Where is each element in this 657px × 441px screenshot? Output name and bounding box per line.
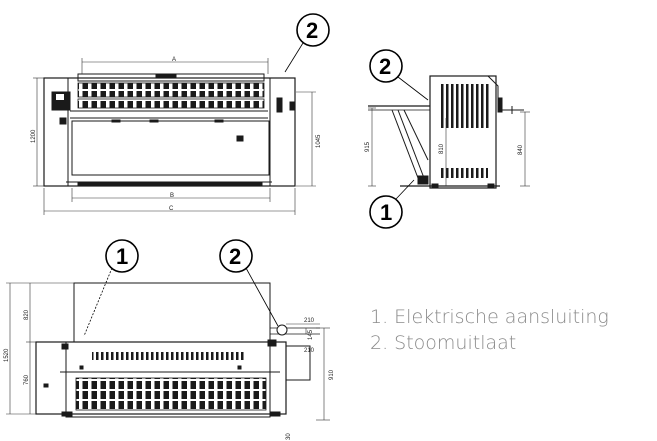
dim-a: A xyxy=(172,57,176,63)
top-view xyxy=(35,282,320,418)
callout-2-side: 2 xyxy=(369,49,429,101)
dim-1200: 1200 xyxy=(31,129,37,143)
dim-820: 820 xyxy=(24,309,30,320)
callout-2-front-label: 2 xyxy=(306,18,318,43)
callout-2-side-label: 2 xyxy=(379,54,391,79)
callout-1-top-label: 1 xyxy=(116,244,128,269)
dim-1045: 1045 xyxy=(316,134,322,148)
callout-1-side-label: 1 xyxy=(380,200,392,225)
legend: 1. Elektrische aansluiting 2. Stoomuitla… xyxy=(370,304,609,356)
dim-210a: 210 xyxy=(304,318,315,324)
dim-840: 840 xyxy=(518,144,524,155)
dim-1520: 1520 xyxy=(4,348,10,362)
top-dimensions xyxy=(6,282,330,421)
callout-2-front: 2 xyxy=(284,13,330,73)
side-dimensions xyxy=(368,107,530,187)
legend-item-steam-outlet: 2. Stoomuitlaat xyxy=(370,332,517,354)
dim-30: 30 xyxy=(286,433,292,440)
dim-810: 810 xyxy=(439,143,445,154)
dim-915: 915 xyxy=(365,141,371,152)
front-dimensions xyxy=(33,58,316,215)
callout-1-side: 1 xyxy=(369,179,415,229)
dim-145: 145 xyxy=(308,329,314,340)
callout-2-top: 2 xyxy=(219,239,279,327)
callout-1-top: 1 xyxy=(83,239,139,337)
dim-b: B xyxy=(170,193,174,199)
dim-210b: 210 xyxy=(304,348,315,354)
dim-c: C xyxy=(169,206,174,212)
dim-760: 760 xyxy=(24,374,30,385)
legend-item-electrical-connection: 1. Elektrische aansluiting xyxy=(370,306,609,328)
callout-2-top-label: 2 xyxy=(229,244,241,269)
dim-910: 910 xyxy=(329,369,335,380)
front-view xyxy=(43,73,296,187)
side-view xyxy=(368,75,524,189)
